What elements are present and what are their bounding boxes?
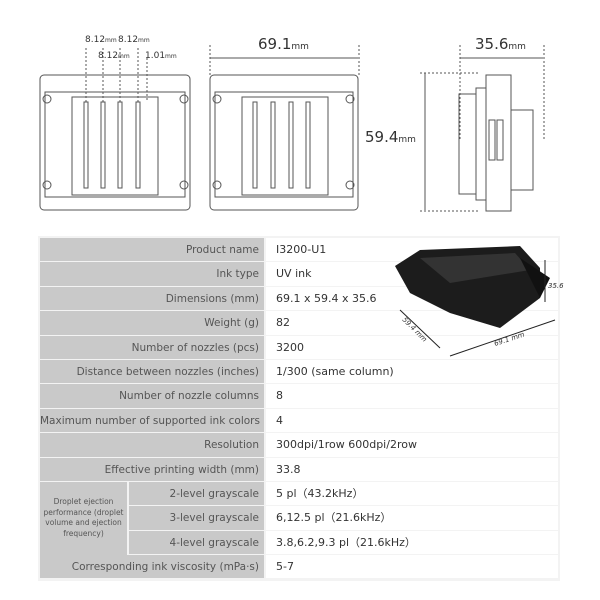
spec-label: Ink type [40, 262, 264, 286]
height-dimension: 59.4mm [365, 128, 416, 146]
droplet-group: Droplet ejection performance (droplet vo… [40, 481, 558, 556]
spec-label: Maximum number of supported ink colors [40, 408, 264, 433]
table-row: Corresponding ink viscosity (mPa·s)5-7 [40, 555, 558, 580]
photo-height-label: 59.4 mm [401, 316, 429, 344]
spec-label: Weight (g) [40, 311, 264, 335]
front-view-drawing [39, 48, 191, 211]
side-view-drawing [420, 45, 545, 212]
table-row: Distance between nozzles (inches)1/300 (… [40, 359, 558, 385]
spec-label: Distance between nozzles (inches) [40, 359, 264, 384]
table-row: Number of nozzles (pcs)3200 [40, 335, 558, 360]
droplet-group-label: Droplet ejection performance (droplet vo… [40, 481, 127, 556]
pitch-label-1: 8.12mm [85, 35, 117, 45]
photo-depth-label: 35.6 mm [548, 282, 565, 290]
spec-value: 4 [266, 408, 558, 433]
spec-value: 1/300 (same column) [266, 359, 558, 384]
offset-label: 1.01mm [145, 51, 177, 61]
top-view-drawing [209, 45, 360, 211]
spec-value: 300dpi/1row 600dpi/2row [266, 433, 558, 457]
photo-width-label: 69.1 mm [493, 331, 526, 348]
spec-label: Effective printing width (mm) [40, 457, 264, 481]
depth-dimension: 35.6mm [475, 35, 526, 53]
spec-label: Number of nozzles (pcs) [40, 335, 264, 359]
pitch-label-3: 8.12mm [98, 51, 130, 61]
spec-value: 8 [266, 384, 558, 408]
spec-label: Dimensions (mm) [40, 286, 264, 311]
technical-drawings [39, 45, 545, 212]
spec-label: Resolution [40, 433, 264, 457]
width-dimension: 69.1mm [258, 35, 309, 53]
spec-label: Number of nozzle columns [40, 384, 264, 408]
spec-value: 33.8 [266, 457, 558, 481]
printhead-photo: 35.6 mm 59.4 mm 69.1 mm [395, 246, 565, 357]
spec-value: 3200 [266, 335, 558, 359]
table-row: Weight (g)82 [40, 311, 558, 336]
pitch-label-2: 8.12mm [118, 35, 150, 45]
spec-label: Product name [40, 238, 264, 262]
table-row: Effective printing width (mm)33.8 [40, 457, 558, 482]
